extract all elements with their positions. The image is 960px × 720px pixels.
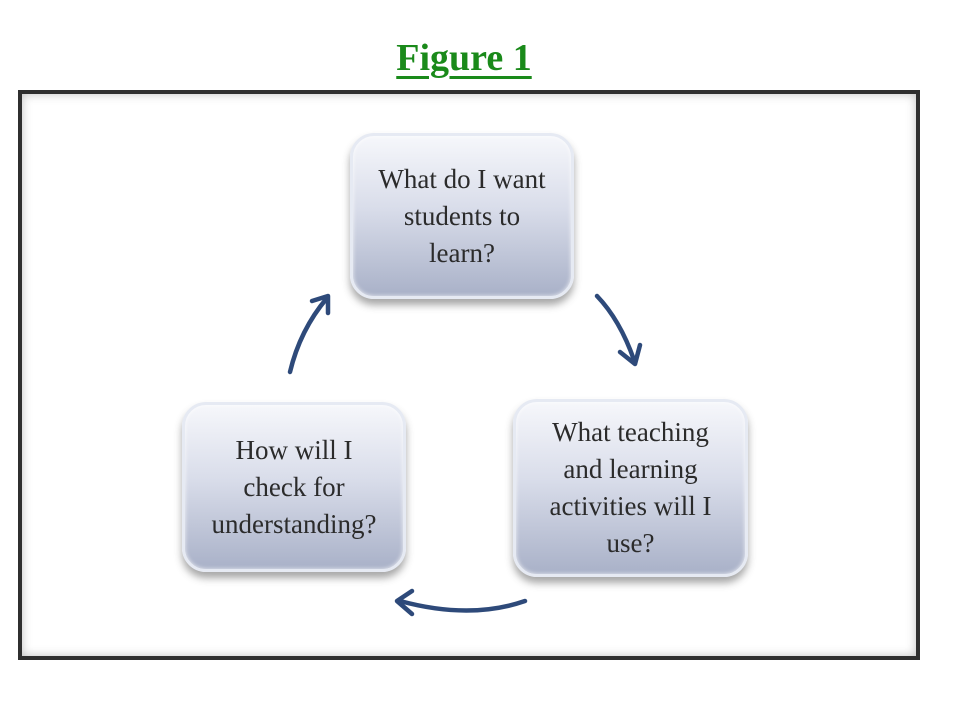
- node-line: learn?: [429, 237, 495, 268]
- node-line: activities will I: [549, 491, 712, 521]
- node-line: How will I: [235, 434, 353, 465]
- node-line: understanding?: [211, 508, 377, 539]
- node-line: use?: [606, 528, 655, 558]
- node-teaching-activities-text: What teaching and learning activities wi…: [550, 414, 712, 562]
- node-line: students to: [403, 200, 521, 231]
- node-teaching-activities: What teaching and learning activities wi…: [513, 399, 748, 577]
- node-learning-goals: What do I want students to learn?: [350, 133, 574, 299]
- figure-title: Figure 1: [396, 37, 532, 79]
- node-line: and learning: [563, 454, 698, 484]
- node-check-understanding-text: How will I check for understanding?: [212, 432, 377, 543]
- node-learning-goals-text: What do I want students to learn?: [378, 161, 545, 272]
- node-line: What teaching: [552, 417, 709, 447]
- node-line: What do I want: [378, 163, 546, 194]
- node-check-understanding: How will I check for understanding?: [182, 402, 406, 572]
- node-line: check for: [243, 471, 345, 502]
